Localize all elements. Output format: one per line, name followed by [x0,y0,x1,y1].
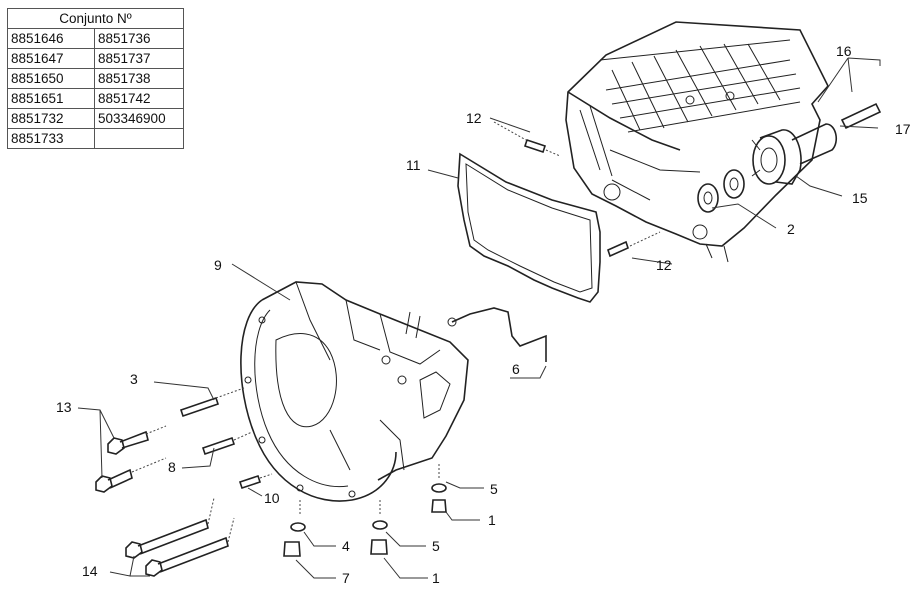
callout-15: 15 [852,190,868,206]
clutch-bell-housing [240,281,469,502]
callout-8: 8 [168,459,176,475]
table-cell: 8851650 [7,68,95,89]
callout-14: 14 [82,563,98,579]
small-gears [697,169,745,213]
drain-plug [370,539,388,555]
table-row: 8851647 8851737 [7,48,184,69]
dowel-pin [523,138,547,154]
washer [431,483,447,493]
table-row: 8851651 8851742 [7,88,184,109]
callout-17: 17 [895,121,911,137]
oil-pipe-fitting [447,317,457,327]
callout-10: 10 [264,490,280,506]
callout-6: 6 [512,361,520,377]
callout-16: 16 [836,43,852,59]
table-cell: 8851733 [7,128,95,149]
bushing [791,123,838,165]
callout-13: 13 [56,399,72,415]
gear-assembly [751,102,882,185]
drain-plug [283,541,301,557]
callout-12: 12 [466,110,482,126]
table-cell: 8851732 [7,108,95,129]
callout-5: 5 [432,538,440,554]
long-bolt [145,536,229,577]
stud [201,436,236,456]
gasket-seal [457,152,601,303]
upper-gearbox-housing [565,21,829,263]
washer [290,522,306,532]
table-cell: 8851742 [94,88,184,109]
oil-pipe [451,307,547,362]
long-bolt [125,518,209,559]
callout-4: 4 [342,538,350,554]
bolt [107,430,149,455]
callout-5: 5 [490,481,498,497]
stud [238,474,262,490]
callout-12: 12 [656,257,672,273]
washer [372,520,388,530]
callout-7: 7 [342,570,350,586]
callout-11: 11 [406,157,421,173]
callout-2: 2 [787,221,795,237]
callout-1: 1 [432,570,440,586]
table-row: 8851732 503346900 [7,108,184,129]
table-cell: 8851737 [94,48,184,69]
assembly-number-table: Conjunto Nº 8851646 8851736 8851647 8851… [7,8,184,149]
callout-9: 9 [214,257,222,273]
callout-1: 1 [488,512,496,528]
callout-3: 3 [130,371,138,387]
drain-plug [431,499,447,513]
gasket-inner-edge [465,163,593,293]
dowel-pin [607,240,629,258]
table-cell [94,128,184,149]
shaft [840,102,882,130]
stud [179,396,220,418]
table-row: 8851733 [7,128,184,149]
